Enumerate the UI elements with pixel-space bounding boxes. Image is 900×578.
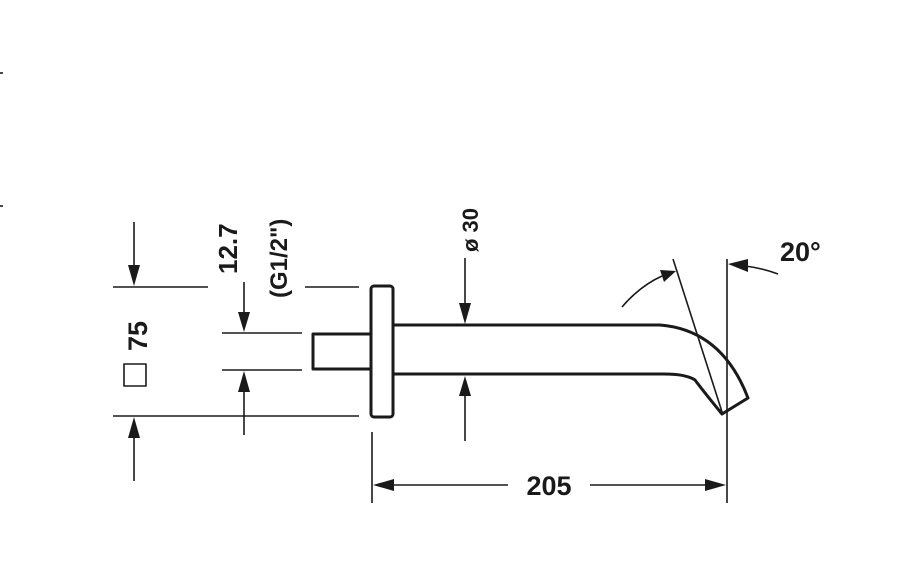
length-arrow-right xyxy=(705,479,726,491)
diameter-label: ø 30 xyxy=(458,208,483,252)
angle-arc-left xyxy=(621,275,663,308)
thread-size-label: (G1/2") xyxy=(266,219,293,298)
angle-ref-line xyxy=(672,258,724,416)
dia-arrow-bottom-head xyxy=(459,376,471,396)
wall-plate xyxy=(369,284,395,419)
plate-arrow-bottom-head xyxy=(128,417,140,438)
spout-outline xyxy=(311,284,750,419)
angle-arrow-right xyxy=(728,259,748,272)
diameter-dimension: ø 30 xyxy=(458,208,483,441)
angle-dimension: 20° xyxy=(621,237,821,416)
length-arrow-left xyxy=(373,479,394,491)
thread-stub xyxy=(311,332,373,371)
square-symbol-icon xyxy=(123,363,147,387)
angle-arrow-left xyxy=(660,270,676,282)
thread-arrow-top-head xyxy=(238,312,250,332)
plate-dimension: 75 xyxy=(113,222,359,481)
thread-dimension: 12.7 (G1/2") xyxy=(213,219,302,435)
angle-label: 20° xyxy=(780,237,821,267)
length-dimension: 205 xyxy=(371,259,728,503)
thread-offset-label: 12.7 xyxy=(213,223,243,274)
plate-size-label: 75 xyxy=(123,321,153,351)
thread-arrow-bottom-head xyxy=(238,371,250,392)
plate-arrow-top-head xyxy=(128,265,140,286)
angle-arc-right xyxy=(744,265,779,275)
dia-arrow-top-head xyxy=(459,303,471,324)
length-label: 205 xyxy=(526,471,571,501)
spout-tube xyxy=(393,323,750,416)
